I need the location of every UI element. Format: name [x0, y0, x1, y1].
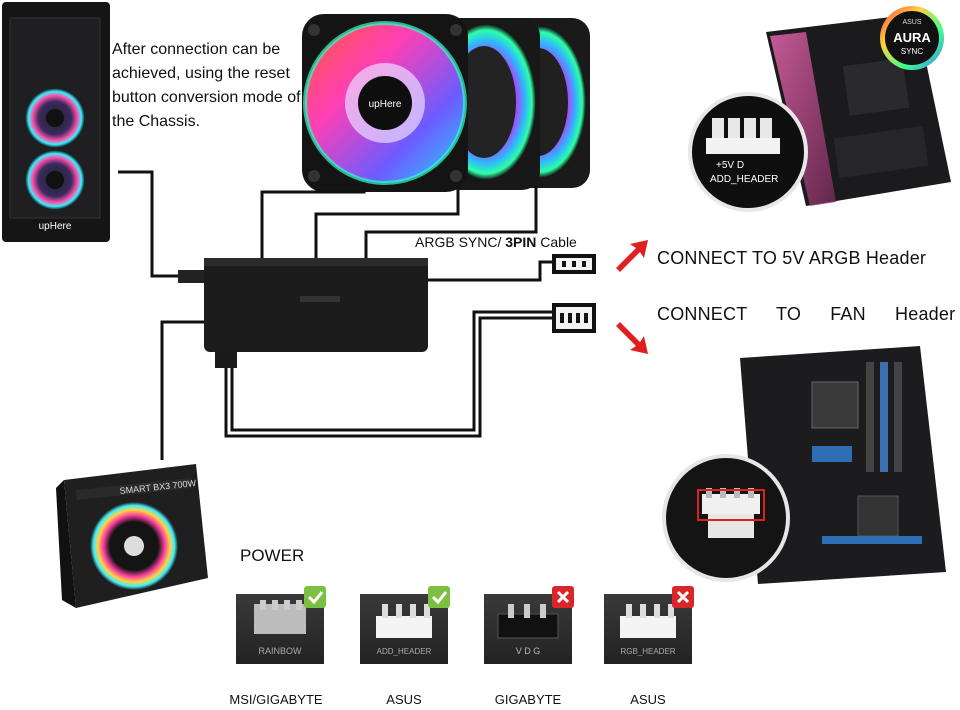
compat-print-1: RAINBOW	[258, 646, 302, 656]
aura-top: ASUS	[902, 19, 921, 26]
argb-3pin-connector	[552, 254, 596, 274]
compat-label-1: MSI/GIGABYTE	[229, 692, 323, 707]
argb-header-zoom: +5V D ADD_HEADER	[688, 92, 808, 212]
aura-sync-badge: ASUS AURA SYNC	[880, 6, 944, 70]
sync-cable-suffix: Cable	[536, 234, 577, 250]
cables	[118, 170, 556, 460]
arrow-up-right-icon	[616, 240, 648, 272]
compat-print-3: V D G	[516, 646, 541, 656]
fan-header-zoom	[662, 454, 790, 582]
compat-card-2: ADD_HEADER	[360, 586, 450, 664]
compat-print-4: RGB_HEADER	[620, 647, 675, 656]
argb-hub	[204, 258, 428, 352]
case-brand-logo: upHere	[39, 221, 72, 232]
aura-middle: AURA	[893, 30, 931, 45]
compat-card-4: RGB_HEADER	[604, 586, 694, 664]
cross-icon	[556, 590, 570, 604]
compat-print-2: ADD_HEADER	[377, 647, 432, 656]
pc-case-illustration: upHere	[2, 2, 110, 242]
connect-argb-label: CONNECT TO 5V ARGB Header	[657, 248, 927, 268]
check-icon	[431, 591, 448, 605]
fan-hub	[358, 76, 412, 130]
argb-motherboard-illustration: +5V D ADD_HEADER ASUS AURA SYNC	[688, 6, 951, 212]
fan-brand-logo: upHere	[369, 99, 402, 110]
fan-group: upHere	[302, 14, 590, 192]
case-note: After connection can be achieved, using …	[112, 41, 301, 130]
fan-4pin-connector	[552, 303, 596, 333]
sync-cable-prefix: ARGB SYNC/	[415, 234, 506, 250]
compat-images: RAINBOW ADD_HEADER V D G RGB_HEADER	[236, 586, 694, 664]
psu-illustration: SMART BX3 700W	[56, 464, 208, 608]
sync-cable-bold: 3PIN	[505, 234, 537, 250]
aura-bottom: SYNC	[901, 47, 923, 56]
arrow-down-right-icon	[616, 322, 648, 354]
power-label: POWER	[240, 546, 305, 565]
fan-1: upHere	[302, 14, 468, 192]
header-label-line2: ADD_HEADER	[710, 174, 778, 185]
connect-fan-label: CONNECT TO FAN Header	[657, 304, 956, 324]
compat-card-3: V D G	[484, 586, 574, 664]
compat-card-1: RAINBOW	[236, 586, 326, 664]
compat-label-4: ASUS	[630, 692, 666, 707]
compat-label-2: ASUS	[386, 692, 422, 707]
fan-motherboard-illustration	[662, 346, 946, 584]
sync-cable-label: ARGB SYNC/ 3PIN Cable	[415, 234, 577, 250]
compat-label-3: GIGABYTE	[494, 692, 562, 707]
header-label-line1: +5V D	[716, 160, 744, 171]
cross-icon	[676, 590, 690, 604]
check-icon	[307, 591, 324, 605]
